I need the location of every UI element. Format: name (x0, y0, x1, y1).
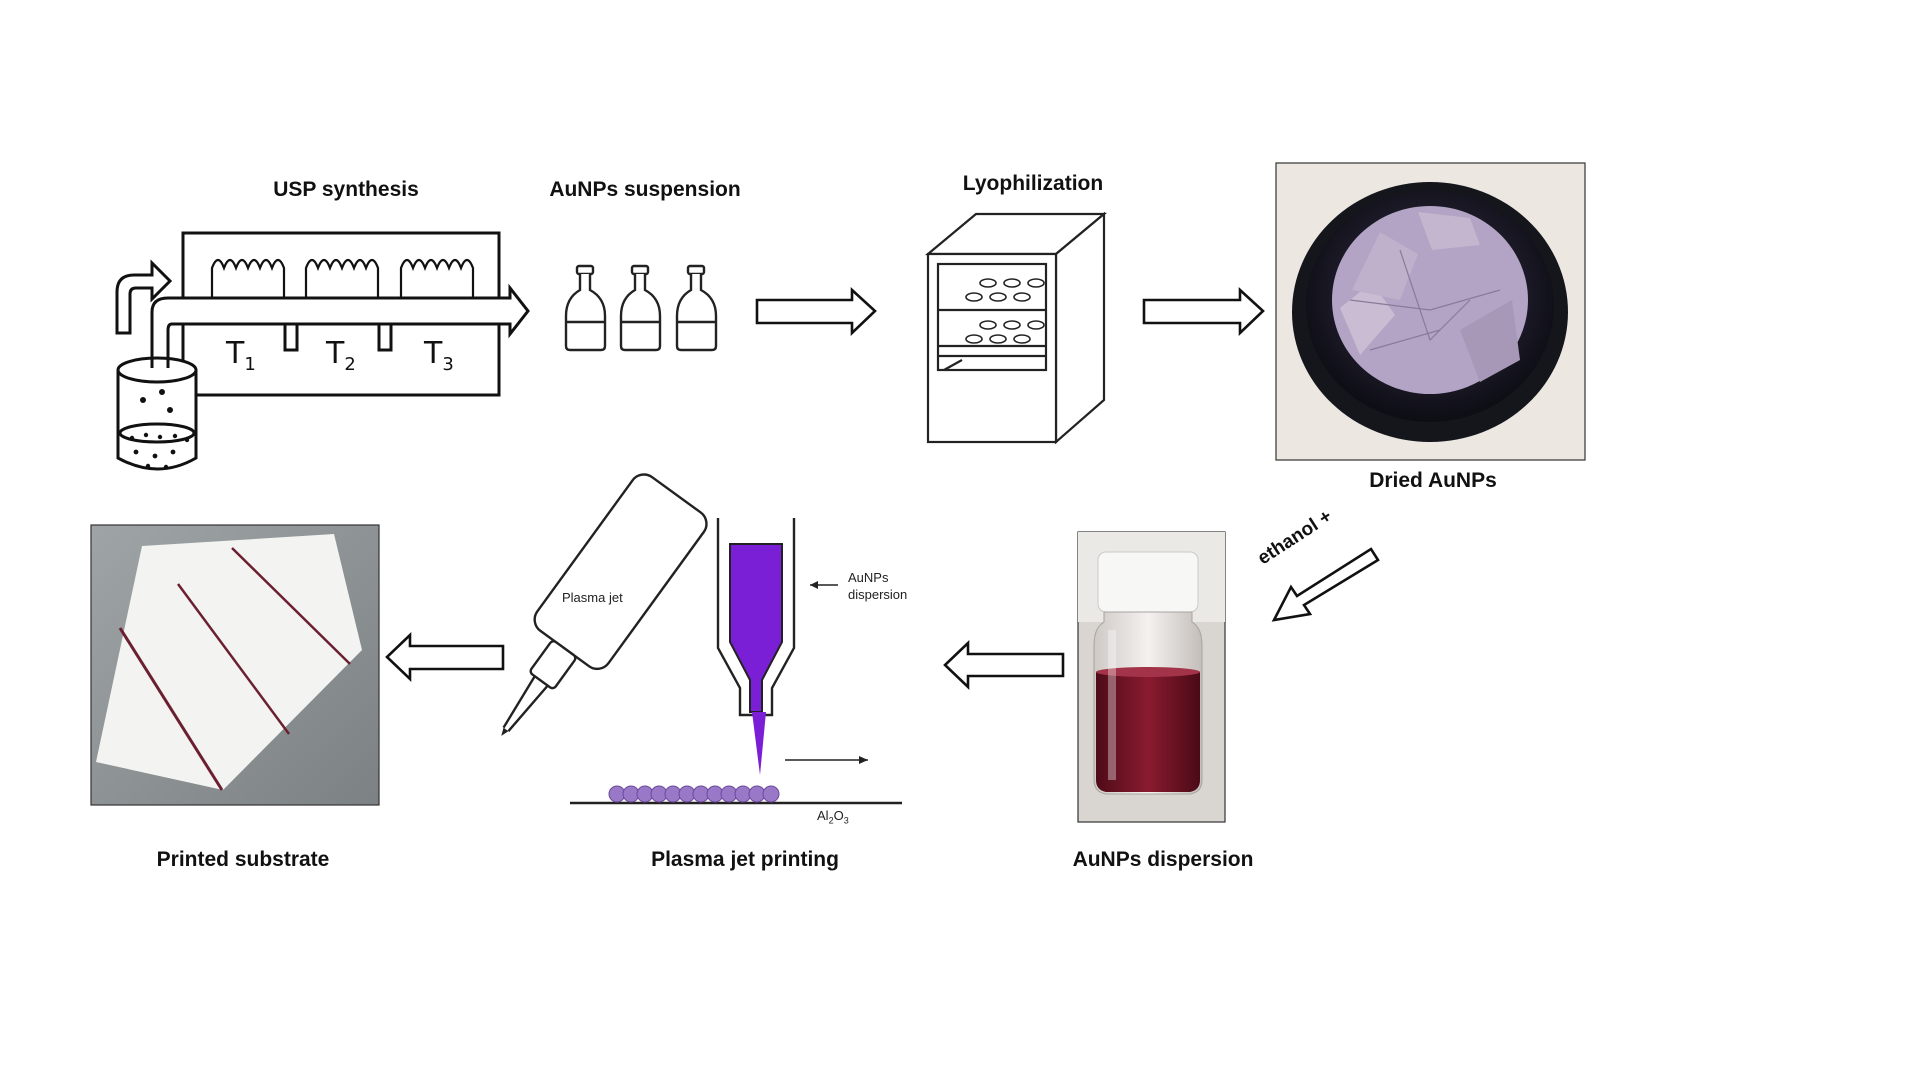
vials-icon (564, 264, 718, 352)
deposited-particles (608, 785, 780, 803)
heating-coil-icon (210, 258, 475, 298)
step-lyophilization-label: Lyophilization (962, 172, 1104, 195)
substrate-formula-label: Al2O3 (817, 808, 849, 826)
dried-aunps-photo (1275, 162, 1586, 461)
formula-al: Al (817, 808, 829, 823)
plasma-jet-torch-icon (501, 473, 708, 736)
beaker-droplets (129, 389, 190, 470)
step-plasma-jet-printing-label: Plasma jet printing (651, 848, 839, 871)
ink-nozzle-icon (716, 518, 796, 775)
step-printed-substrate-label: Printed substrate (156, 848, 330, 871)
zone-t1-letter: T (226, 336, 245, 371)
zone-t3-letter: T (424, 336, 443, 371)
flow-arrow-icon (755, 287, 877, 337)
zone-t3-index: 3 (442, 354, 454, 375)
dispersion-label-line1: AuNPs (848, 570, 889, 585)
flow-arrow-diagonal-icon (1271, 547, 1380, 622)
step-aunps-suspension-label: AuNPs suspension (549, 178, 741, 201)
zone-t1-index: 1 (244, 354, 256, 375)
zone-t2-index: 2 (344, 354, 356, 375)
dispersion-label-line2: dispersion (848, 587, 908, 602)
plasma-jet-schematic (501, 473, 902, 805)
step-usp-synthesis-label: USP synthesis (273, 178, 419, 201)
step-aunps-dispersion-label: AuNPs dispersion (1072, 848, 1254, 871)
plasma-jet-label: Plasma jet (562, 590, 623, 605)
zone-t1-label: T1 (226, 336, 256, 375)
zone-t3-label: T3 (424, 336, 454, 375)
zone-t2-label: T2 (326, 336, 356, 375)
aunps-dispersion-photo (1077, 531, 1226, 823)
formula-sub-2: 2 (828, 815, 834, 826)
step-dried-aunps-label: Dried AuNPs (1369, 469, 1497, 492)
flow-arrow-icon (385, 631, 505, 683)
formula-sub-3: 3 (843, 815, 849, 826)
flow-arrow-icon (1142, 287, 1265, 337)
printed-substrate-photo (90, 524, 380, 806)
zone-t2-letter: T (326, 336, 345, 371)
usp-furnace-icon (115, 231, 530, 471)
formula-o: O (833, 808, 844, 823)
flow-arrow-icon (943, 639, 1065, 691)
freeze-dryer-icon (924, 211, 1108, 445)
